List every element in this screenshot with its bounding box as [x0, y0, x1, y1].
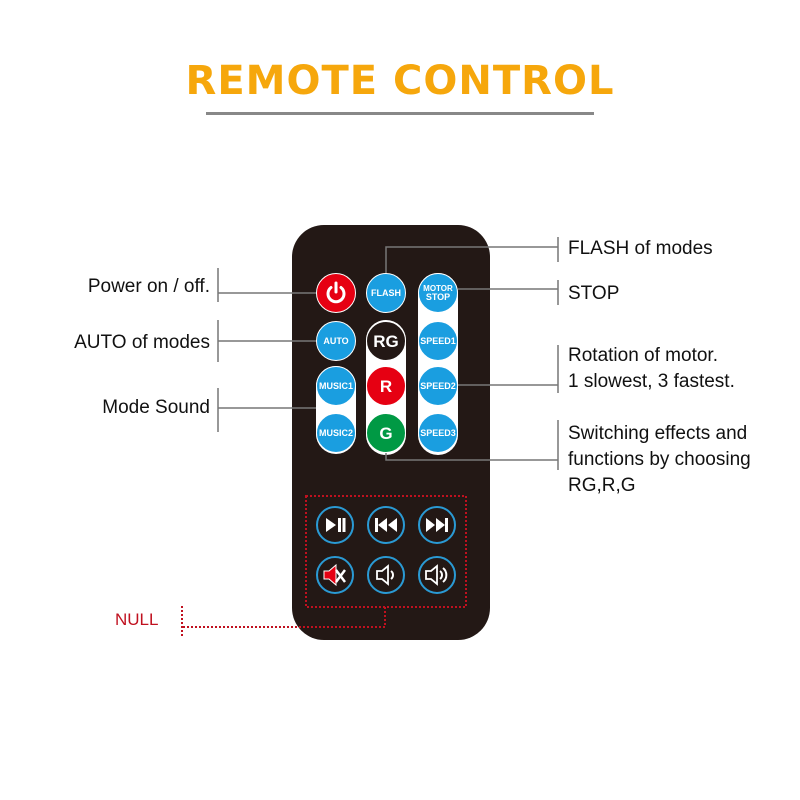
rotation-line2: 1 slowest, 3 fastest.: [568, 371, 735, 392]
volume-up-icon: [425, 564, 448, 586]
music1-button[interactable]: MUSIC1: [316, 366, 356, 406]
volume-down-icon: [376, 564, 394, 586]
next-icon: [426, 518, 448, 532]
auto-button[interactable]: AUTO: [316, 321, 356, 361]
label-flash: FLASH of modes: [568, 238, 713, 259]
label-sound: Mode Sound: [102, 397, 210, 418]
next-button[interactable]: [418, 506, 456, 544]
play-pause-icon: [326, 518, 346, 532]
speed3-button[interactable]: SPEED3: [418, 413, 458, 453]
switch-line3: RG,R,G: [568, 475, 636, 496]
label-null: NULL: [115, 610, 159, 629]
title-underline: [206, 112, 594, 115]
label-switching: Switching effects and functions by choosi…: [568, 421, 751, 499]
r-button[interactable]: R: [366, 366, 406, 406]
rg-button[interactable]: RG: [366, 321, 406, 361]
music2-button[interactable]: MUSIC2: [316, 413, 356, 453]
mute-icon: [323, 563, 346, 587]
power-icon: [326, 281, 346, 304]
previous-button[interactable]: [367, 506, 405, 544]
power-button[interactable]: [316, 273, 356, 313]
switch-line1: Switching effects and: [568, 423, 748, 444]
stop-text: STOP: [425, 291, 451, 302]
volume-up-button[interactable]: [418, 556, 456, 594]
motor-text: MOTOR: [423, 283, 453, 293]
label-auto: AUTO of modes: [74, 332, 210, 353]
previous-icon: [375, 518, 397, 532]
speed1-button[interactable]: SPEED1: [418, 321, 458, 361]
play-pause-button[interactable]: [316, 506, 354, 544]
flash-button[interactable]: FLASH: [366, 273, 406, 313]
label-stop: STOP: [568, 283, 620, 304]
label-power: Power on / off.: [87, 276, 210, 297]
speed2-button[interactable]: SPEED2: [418, 366, 458, 406]
g-button[interactable]: G: [366, 413, 406, 453]
mute-button[interactable]: [316, 556, 354, 594]
page-title: REMOTE CONTROL: [185, 58, 615, 104]
volume-down-button[interactable]: [367, 556, 405, 594]
switch-line2: functions by choosing: [568, 449, 751, 470]
rotation-line1: Rotation of motor.: [568, 345, 718, 366]
label-rotation: Rotation of motor. 1 slowest, 3 fastest.: [568, 343, 735, 395]
